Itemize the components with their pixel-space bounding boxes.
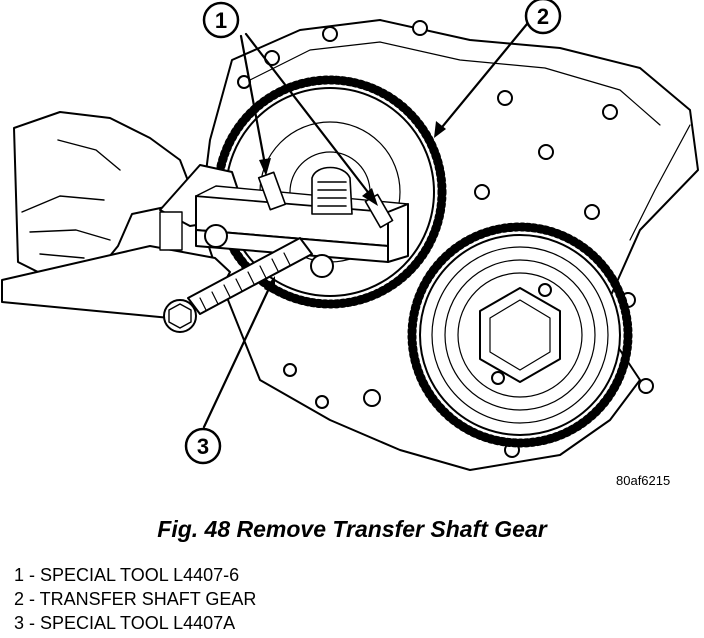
callout-legend: 1 - SPECIAL TOOL L4407-6 2 - TRANSFER SH… [14,563,256,635]
legend-item-1: 1 - SPECIAL TOOL L4407-6 [14,565,240,585]
callout-2: 2 [524,0,562,35]
figure-caption: Fig. 48 Remove Transfer Shaft Gear [157,516,547,542]
callout-arrowheads [259,121,446,294]
housing-bolt-holes [237,20,654,458]
legend-item-2: 2 - TRANSFER SHAFT GEAR [14,589,257,609]
housing-inner-edge [249,41,661,126]
callout-leaders [202,22,529,429]
callout-number-2: 2 [537,4,549,29]
forcing-screw [187,237,313,315]
image-reference-code: 80af6215 [616,473,671,488]
callout-1: 1 [202,1,240,39]
legend-item-3: 3 - SPECIAL TOOL L4407A [14,613,236,633]
callout-number-3: 3 [197,434,209,459]
output-gear [407,222,633,448]
callout-3: 3 [184,427,222,465]
technical-illustration: 1 2 3 [1,0,699,471]
callout-number-1: 1 [215,8,227,33]
